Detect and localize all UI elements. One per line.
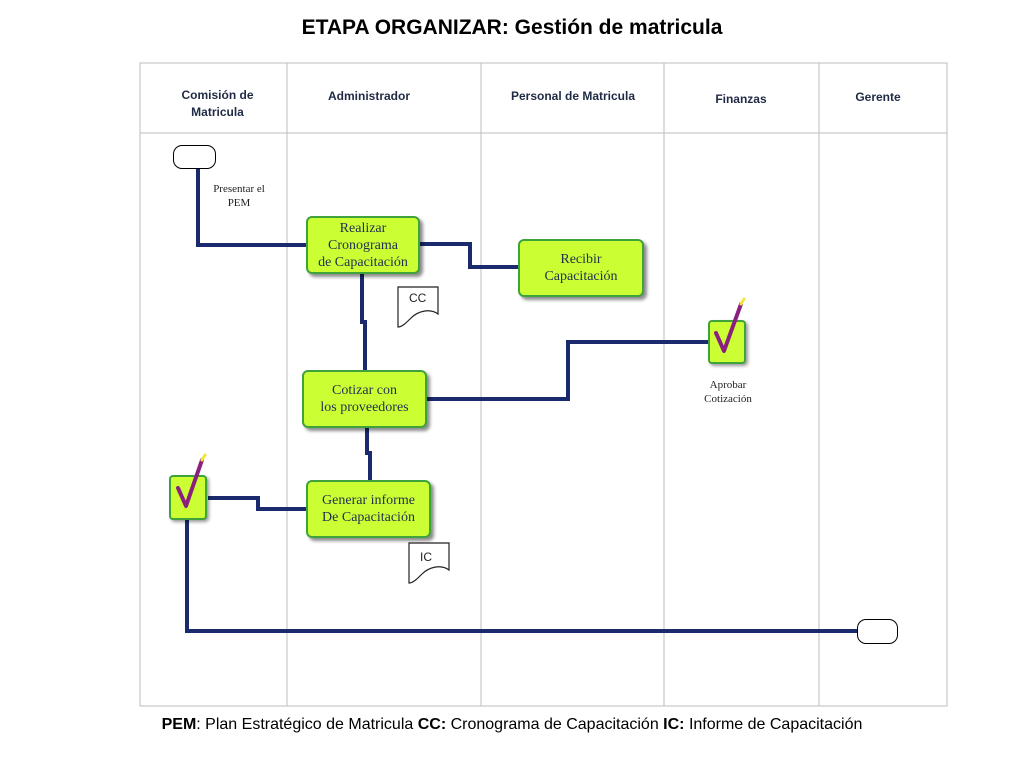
lane-header-comision: Comisión de Matricula: [181, 88, 254, 119]
lane-header-administrador: Administrador: [327, 89, 410, 103]
task-realizar-cronograma[interactable]: Realizar Cronograma de Capacitación: [306, 216, 420, 274]
task-cotizar-label: Cotizar con los proveedores: [320, 383, 409, 415]
connector-check-to-end: [185, 520, 858, 633]
page-title: ETAPA ORGANIZAR: Gestión de matricula: [301, 16, 723, 39]
start-terminal: [173, 145, 216, 169]
task-recibir-capacitacion[interactable]: Recibir Capacitación: [518, 239, 644, 297]
legend-ic-text: Informe de Capacitación: [684, 716, 863, 733]
connector-check-to-generar: [208, 496, 307, 511]
task-realizar-label: Realizar Cronograma de Capacitación: [318, 220, 408, 270]
connector-realizar-to-cotizar: [360, 274, 367, 372]
task-generar-informe[interactable]: Generar informe De Capacitación: [306, 480, 431, 538]
ic-document-label: IC: [420, 550, 432, 564]
legend-cc-text: Cronograma de Capacitación: [446, 716, 664, 733]
connector-realizar-to-recibir: [420, 242, 520, 269]
legend-ic-key: IC:: [663, 716, 685, 733]
legend-pem-key: PEM: [161, 716, 197, 733]
ic-document-shape: [408, 542, 450, 584]
legend-pem-text: : Plan Estratégico de Matricula: [196, 716, 418, 733]
presentar-pem-caption: Presentar el PEM: [213, 183, 265, 209]
legend: PEM: Plan Estratégico de Matricula CC: C…: [0, 716, 1024, 734]
legend-cc-key: CC:: [417, 716, 447, 733]
lane-header-gerente: Gerente: [855, 90, 901, 104]
aprobar-cotizacion-caption: Aprobar Cotización: [704, 379, 752, 405]
cc-document-shape: [397, 286, 439, 328]
task-generar-label: Generar informe De Capacitación: [322, 493, 415, 525]
connector-cotizar-to-aprobar: [427, 340, 710, 401]
checkmark-icon: [176, 458, 204, 508]
connector-start-to-realizar: [196, 167, 308, 247]
task-recibir-label: Recibir Capacitación: [544, 252, 618, 284]
checkmark-icon: [714, 302, 743, 353]
task-cotizar-proveedores[interactable]: Cotizar con los proveedores: [302, 370, 427, 428]
cc-document-label: CC: [409, 291, 427, 305]
connector-cotizar-to-generar: [365, 427, 372, 482]
lane-header-personal: Personal de Matricula: [510, 89, 636, 103]
end-terminal: [857, 619, 898, 644]
lane-header-finanzas: Finanzas: [715, 92, 767, 106]
